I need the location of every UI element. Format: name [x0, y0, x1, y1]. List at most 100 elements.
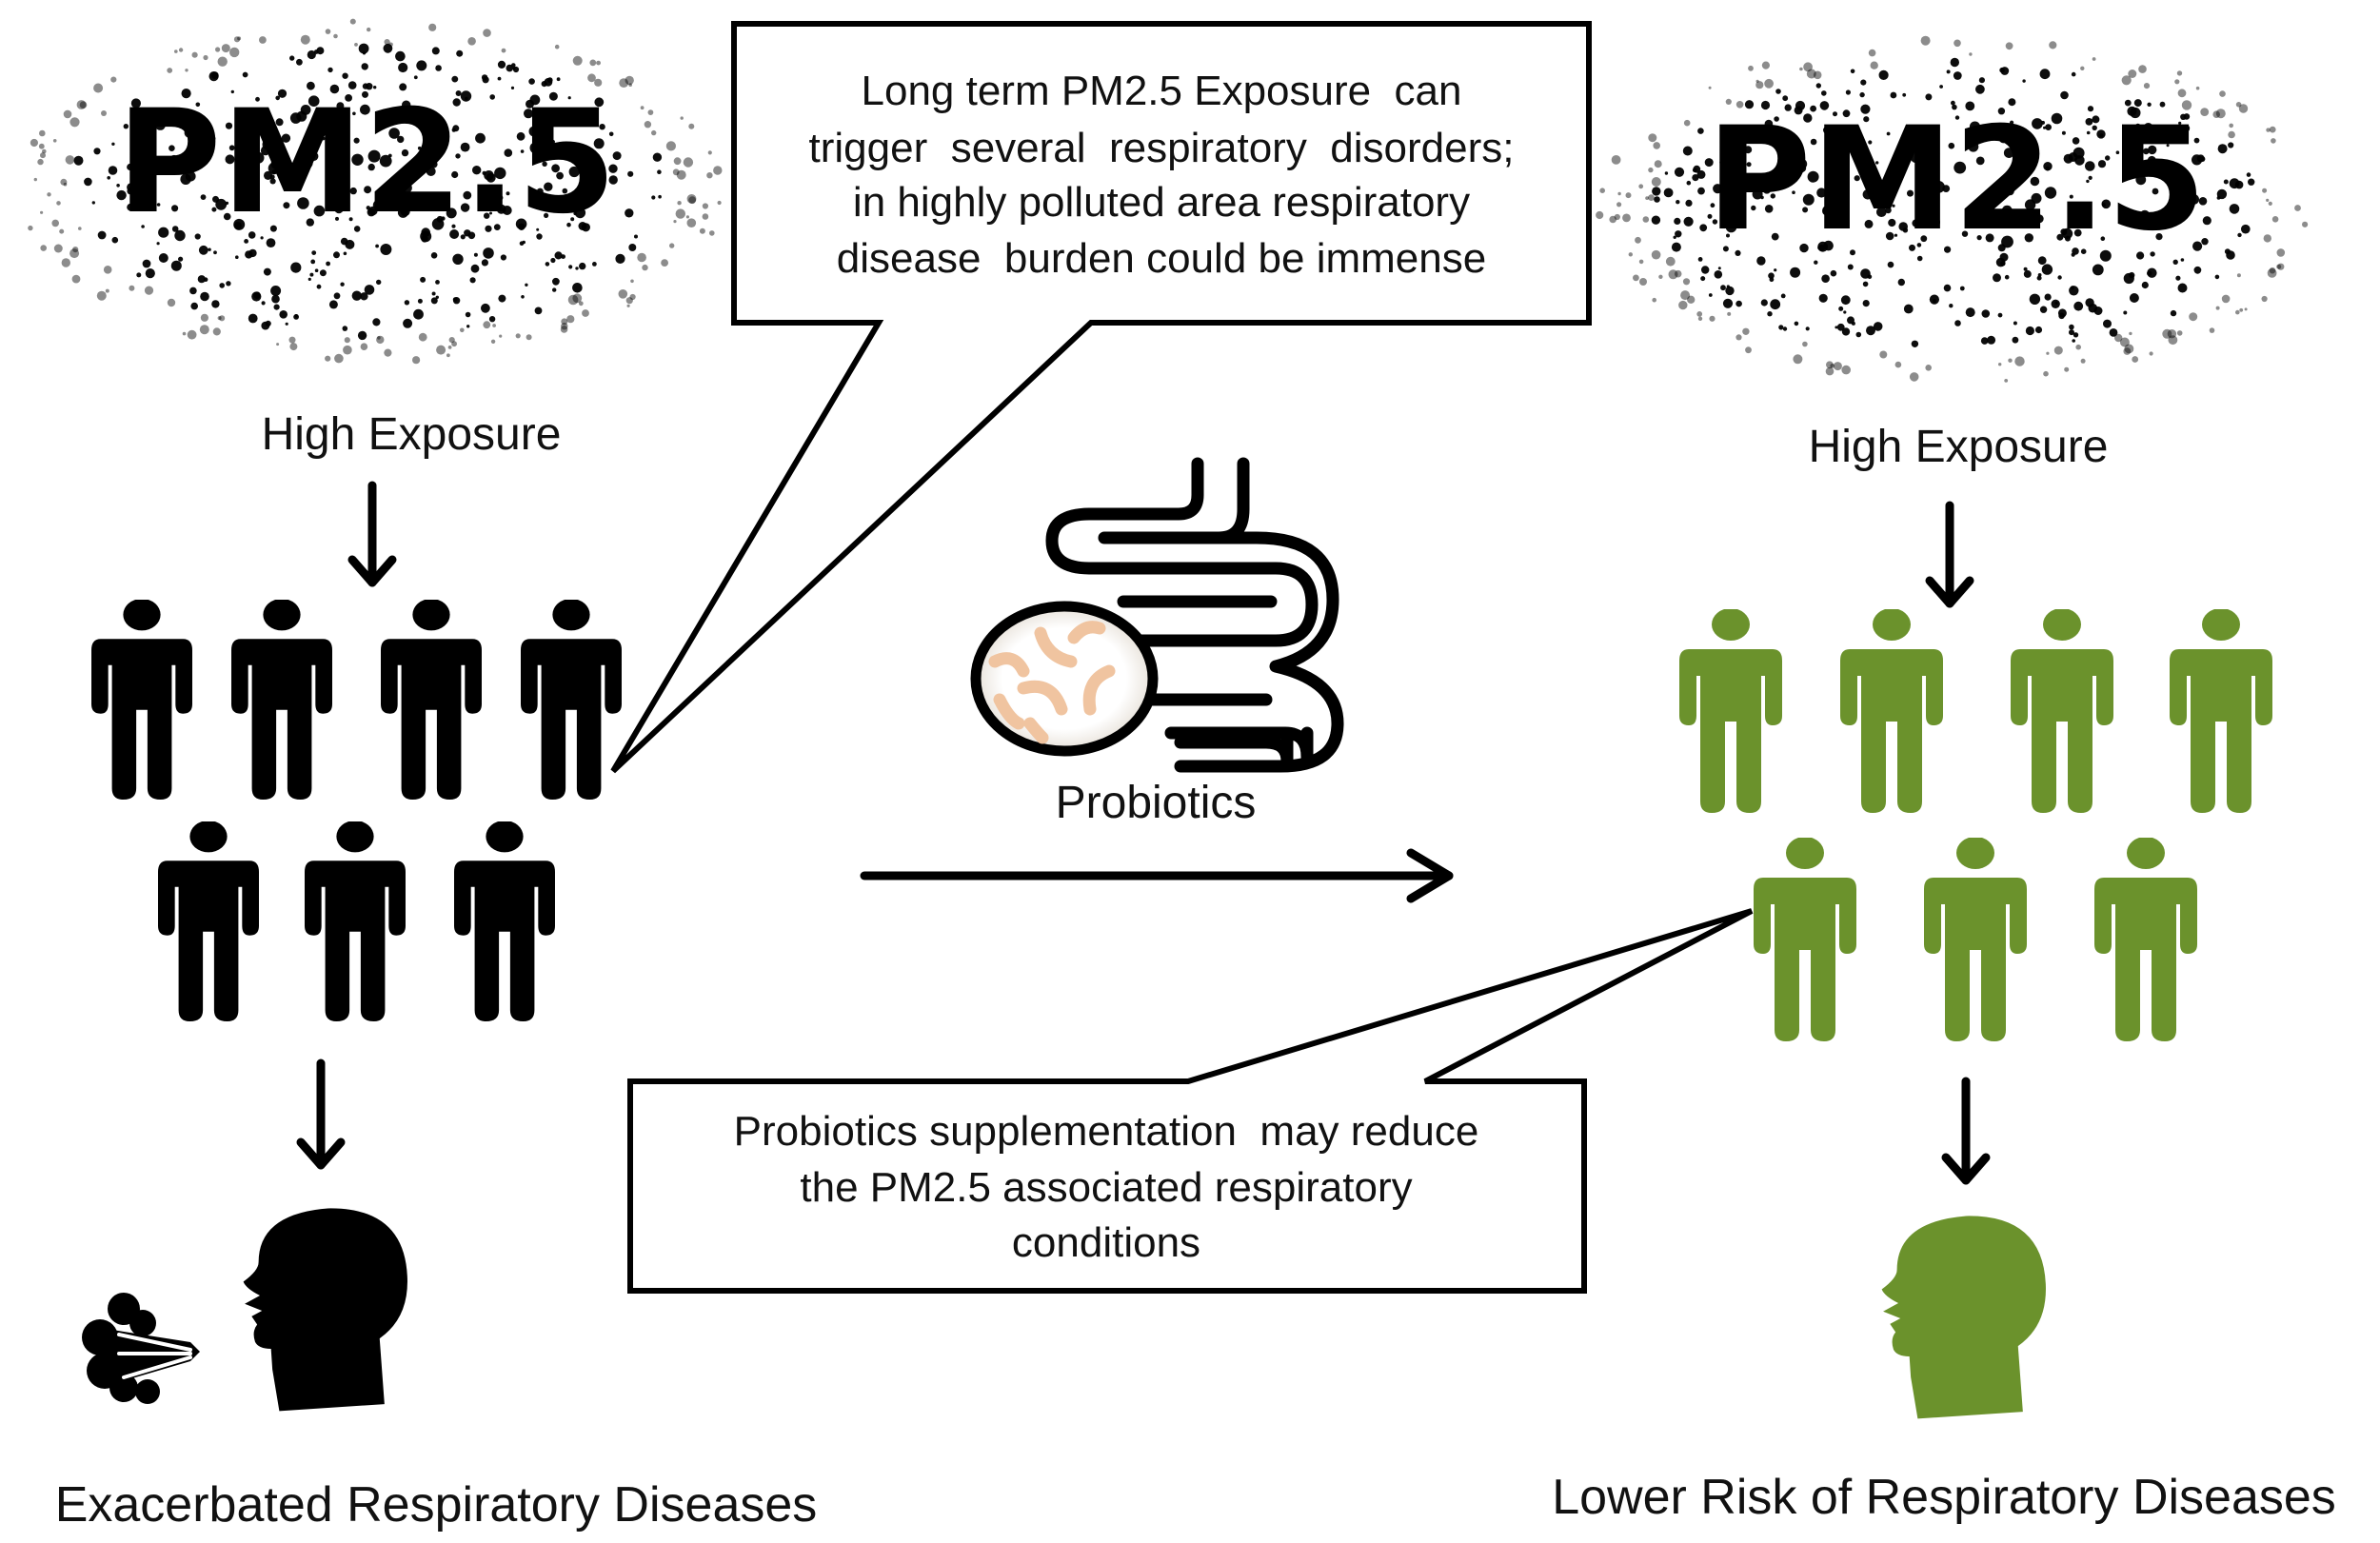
particle-dot — [242, 71, 248, 78]
exposure-label-right: High Exposure — [1809, 422, 2109, 472]
particle-dot — [484, 170, 494, 181]
particle-dot — [581, 223, 591, 232]
particle-dot — [2170, 309, 2177, 317]
particle-dot — [2037, 256, 2047, 266]
particle-dot — [1692, 168, 1697, 173]
particle-dot — [2152, 188, 2159, 195]
particle-dot — [360, 343, 368, 351]
particle-dot — [1774, 268, 1777, 272]
particle-dot — [1675, 230, 1682, 238]
particle-dot — [1764, 78, 1774, 89]
particle-dot — [2229, 204, 2240, 214]
particle-dot — [2143, 83, 2151, 89]
particle-dot — [372, 318, 381, 326]
particle-dot — [452, 125, 460, 132]
particle-dot — [1841, 327, 1851, 336]
particle-dot — [230, 89, 234, 94]
particle-dot — [1768, 272, 1775, 280]
particle-dot — [1870, 61, 1878, 69]
particle-dot — [2085, 118, 2093, 126]
particle-dot — [1850, 249, 1855, 256]
particle-dot — [269, 174, 275, 180]
particle-dot — [2085, 161, 2095, 171]
particle-dot — [233, 218, 246, 230]
particle-dot — [1633, 274, 1639, 282]
particle-dot — [1775, 89, 1781, 94]
particle-dot — [40, 152, 46, 159]
particle-dot — [2109, 328, 2118, 337]
particle-dot — [657, 169, 662, 174]
particle-dot — [2180, 181, 2191, 191]
particle-dot — [627, 170, 634, 177]
person-icon-protected — [1924, 838, 2027, 1041]
particle-dot — [2235, 102, 2242, 108]
particle-dot — [529, 142, 542, 154]
particle-dot — [2214, 274, 2220, 280]
particle-dot — [2129, 331, 2132, 336]
particle-dot — [336, 102, 345, 110]
callout-top-line-3: in highly polluted area respiratory — [853, 179, 1470, 226]
particle-dot — [521, 295, 525, 299]
particle-dot — [1755, 81, 1764, 89]
particle-dot — [384, 348, 392, 357]
particle-dot — [360, 104, 370, 115]
particle-dot — [362, 90, 368, 98]
particle-dot — [174, 229, 186, 242]
particle-dot — [56, 201, 61, 206]
particle-dot — [2069, 194, 2073, 199]
particle-dot — [181, 89, 191, 99]
particle-dot — [111, 236, 119, 244]
particle-dot — [552, 287, 557, 292]
particle-dot — [212, 327, 221, 336]
particle-dot — [361, 63, 368, 70]
particle-dot — [1885, 207, 1892, 214]
particle-dot — [1665, 256, 1676, 267]
particle-dot — [1696, 311, 1703, 317]
particle-dot — [2041, 264, 2053, 275]
particle-dot — [101, 110, 107, 116]
particle-dot — [174, 49, 178, 53]
particle-dot — [215, 198, 228, 210]
particle-dot — [325, 29, 331, 34]
particle-dot — [2219, 90, 2226, 97]
particle-dot — [2004, 274, 2010, 280]
particle-dot — [1761, 61, 1770, 69]
particle-dot — [127, 203, 134, 211]
particle-dot — [1806, 69, 1816, 79]
particle-dot — [1638, 184, 1644, 189]
particle-dot — [326, 261, 330, 267]
particle-dot — [211, 207, 217, 212]
particle-dot — [2174, 79, 2180, 85]
particle-dot — [1786, 163, 1796, 173]
particle-dot — [289, 343, 298, 351]
particle-dot — [351, 290, 362, 301]
particle-dot — [452, 98, 461, 107]
particle-dot — [563, 196, 568, 202]
particle-dot — [2063, 153, 2073, 164]
particle-dot — [431, 291, 436, 296]
particle-dot — [354, 43, 358, 47]
particle-dot — [1818, 293, 1828, 303]
particle-dot — [285, 322, 288, 326]
particle-dot — [171, 205, 179, 212]
particle-dot — [1822, 206, 1832, 215]
particle-dot — [428, 23, 437, 31]
particle-dot — [436, 345, 446, 355]
particle-dot — [630, 279, 634, 284]
particle-dot — [2000, 261, 2006, 267]
particle-dot — [2135, 174, 2147, 186]
particle-dot — [1770, 299, 1781, 310]
particle-dot — [713, 166, 723, 175]
particle-dot — [2130, 107, 2141, 119]
particle-dot — [225, 122, 233, 129]
particle-dot — [2228, 142, 2234, 148]
particle-dot — [575, 198, 581, 204]
particle-dot — [213, 250, 217, 255]
person-icon-protected — [1679, 609, 1782, 813]
arrow-down-outcome-right — [1941, 1077, 1991, 1185]
particle-dot — [367, 27, 371, 32]
particle-dot — [235, 149, 246, 159]
particle-dot — [335, 216, 339, 221]
particle-dot — [212, 195, 219, 203]
arrow-right-intervention — [860, 848, 1454, 903]
